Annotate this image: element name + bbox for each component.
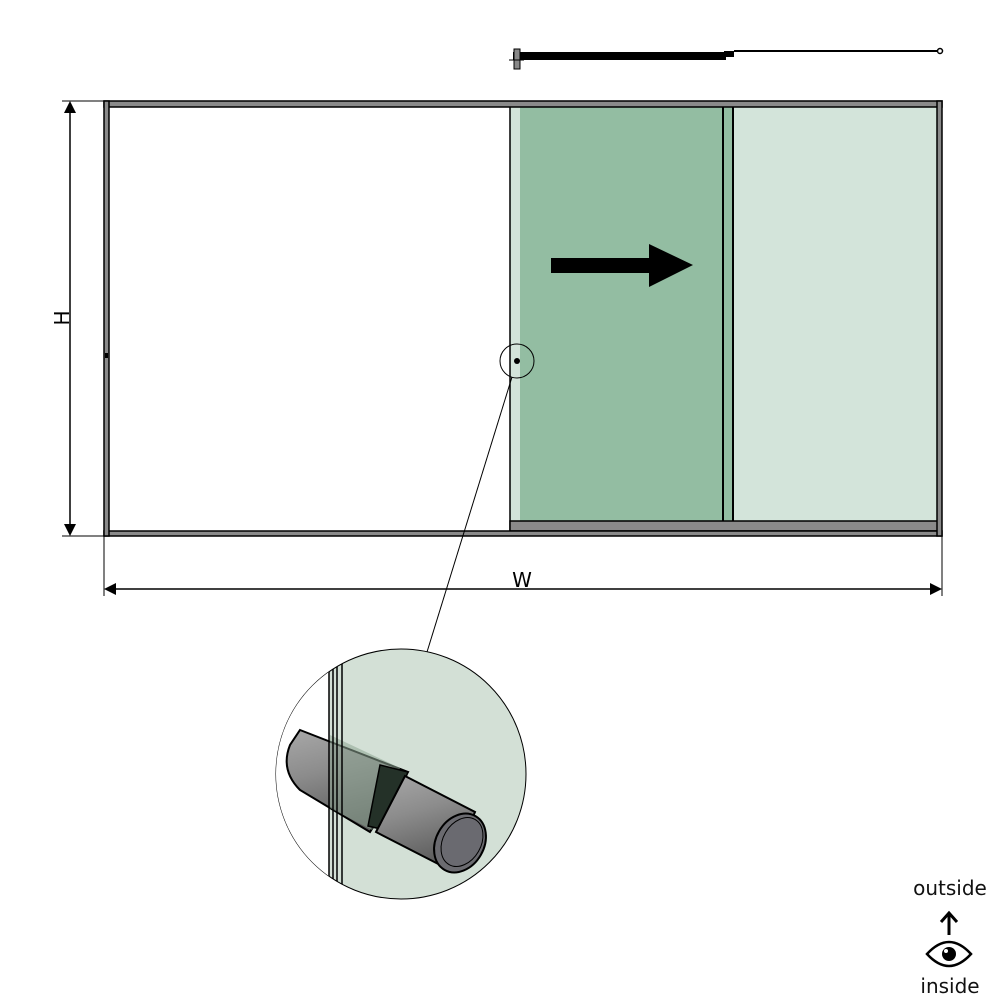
- sliding-panel: [510, 107, 723, 521]
- width-label: W: [512, 568, 532, 592]
- fixed-panel: [733, 107, 938, 521]
- height-dimension: H: [50, 100, 104, 537]
- slide-direction-arrow-icon: [551, 244, 693, 287]
- viewer-eye-icon: [925, 910, 973, 968]
- width-dimension: W: [103, 536, 943, 596]
- knob-detail: [275, 648, 527, 900]
- height-label: H: [50, 310, 74, 325]
- outside-label: outside: [913, 876, 987, 900]
- knob-marker: [514, 358, 520, 364]
- door-frame: [103, 100, 943, 537]
- orientation-legend: outside inside: [900, 876, 1000, 998]
- knob-callout-circle: [499, 343, 535, 379]
- callout-leader-line: [426, 376, 513, 653]
- top-plan-view: [509, 47, 944, 70]
- inside-label: inside: [920, 974, 980, 998]
